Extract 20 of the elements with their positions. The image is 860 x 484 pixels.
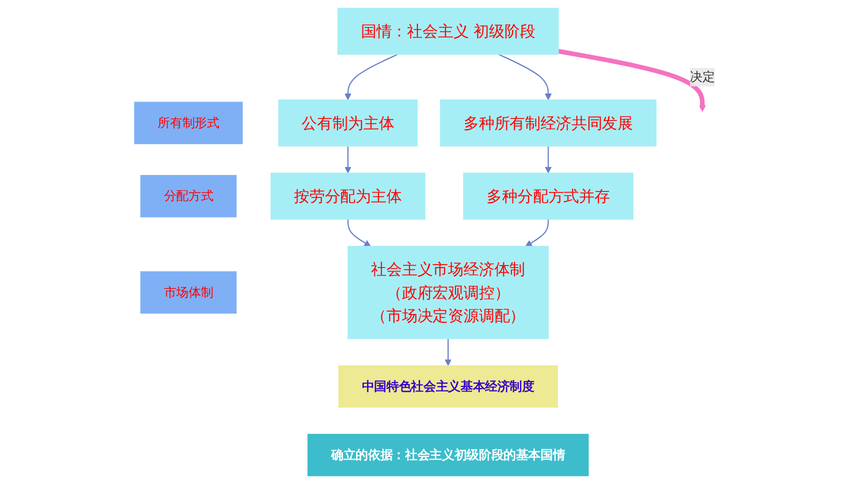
node-box: 社会主义市场经济体制 （政府宏观调控） （市场决定资源调配）: [348, 246, 549, 340]
node-box: 确立的依据：社会主义初级阶段的基本国情: [308, 434, 589, 476]
node-box: 多种所有制经济共同发展: [440, 99, 657, 146]
arrow: [525, 219, 549, 247]
node-box: 公有制为主体: [278, 99, 418, 146]
node-box: 所有制形式: [134, 102, 243, 144]
node-box: 分配方式: [140, 174, 237, 218]
arrow: [498, 54, 552, 100]
node-box: 按劳分配为主体: [270, 172, 426, 220]
arrow: [344, 146, 352, 174]
arrow: [344, 54, 398, 100]
arrow: [347, 219, 371, 247]
arrow: [444, 338, 452, 366]
node-box: 多种分配方式并存: [463, 172, 634, 220]
edge-label: 决定: [690, 69, 715, 84]
node-box: 市场体制: [140, 271, 237, 314]
node-box: 国情：社会主义 初级阶段: [337, 8, 559, 55]
arrow: [558, 48, 706, 112]
arrow: [544, 146, 552, 174]
node-box: 中国特色社会主义基本经济制度: [338, 365, 558, 408]
